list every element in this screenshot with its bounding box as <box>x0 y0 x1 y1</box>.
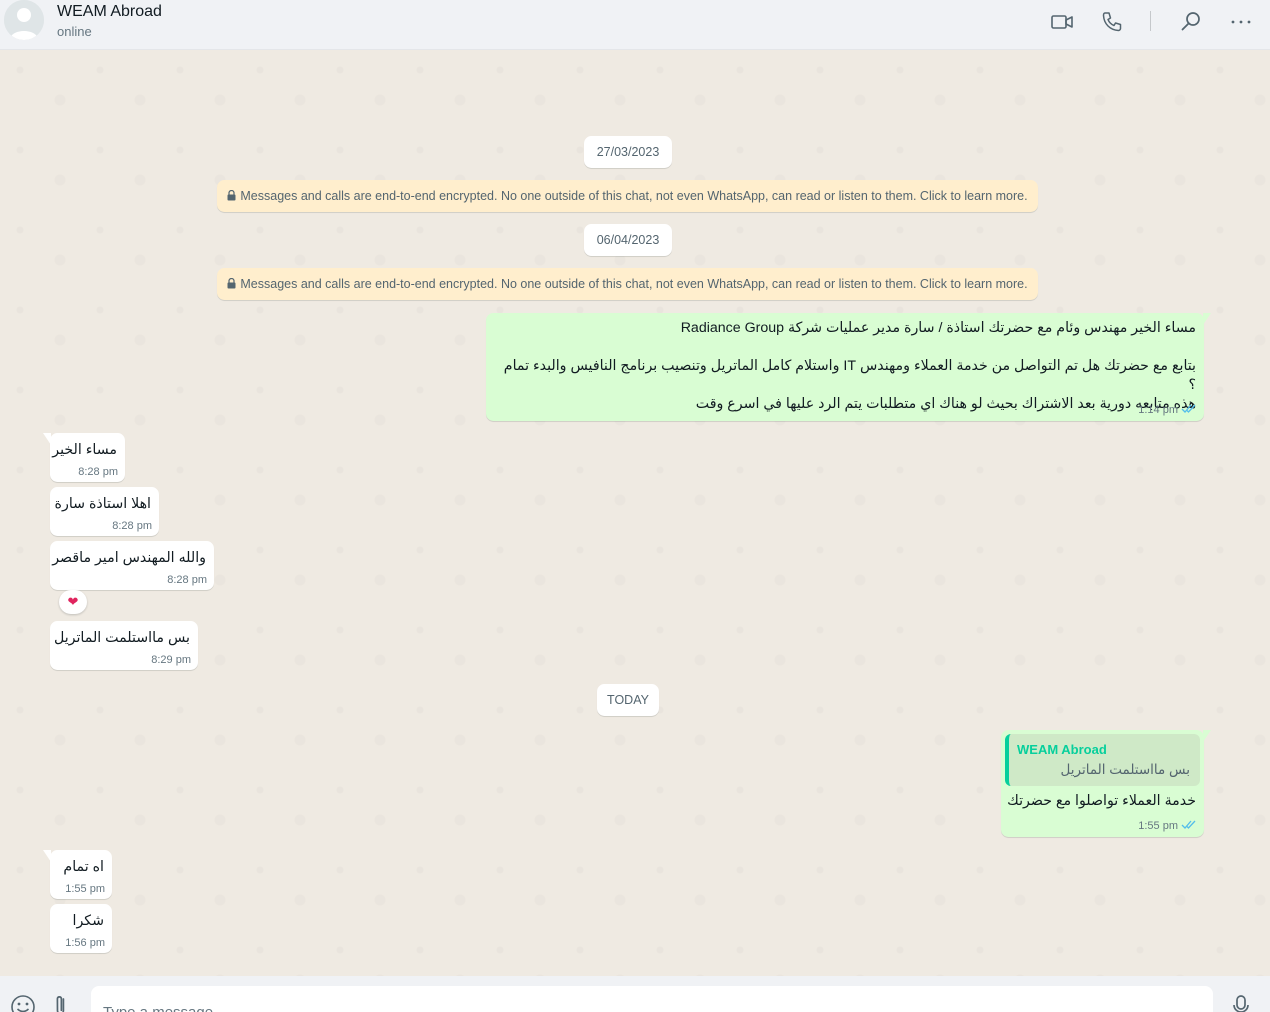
lock-icon <box>227 269 236 301</box>
message-text: مساء الخير <box>52 442 117 458</box>
encryption-notice[interactable]: Messages and calls are end-to-end encryp… <box>217 180 1038 212</box>
search-icon[interactable] <box>1179 10 1203 34</box>
message-bubble-incoming[interactable]: اه تمام 1:55 pm <box>43 850 112 899</box>
attach-icon[interactable] <box>50 994 74 1012</box>
date-separator: 06/04/2023 <box>584 224 672 256</box>
date-separator: 27/03/2023 <box>584 136 672 168</box>
message-time: 8:28 pm <box>112 520 152 532</box>
message-time: 8:28 pm <box>78 466 118 478</box>
message-meta: 1:14 pm <box>1138 403 1197 417</box>
double-check-icon <box>1181 403 1197 417</box>
contact-avatar[interactable] <box>4 0 44 40</box>
heart-reaction-icon[interactable]: ❤ <box>59 590 87 614</box>
default-avatar-icon <box>4 0 44 40</box>
header-divider <box>1150 11 1151 31</box>
microphone-icon[interactable] <box>1231 994 1255 1012</box>
message-time: 1:14 pm <box>1138 404 1178 416</box>
lock-icon <box>227 181 236 213</box>
message-meta: 1:55 pm <box>1138 819 1197 833</box>
menu-icon[interactable] <box>1229 10 1253 34</box>
message-bubble-incoming[interactable]: مساء الخير 8:28 pm <box>43 433 125 482</box>
contact-name[interactable]: WEAM Abroad <box>57 3 162 20</box>
message-bubble-incoming[interactable]: والله المهندس امير ماقصر 8:28 pm <box>50 541 214 590</box>
message-input[interactable] <box>91 986 1213 1012</box>
message-time: 1:55 pm <box>1138 820 1178 832</box>
message-bubble-outgoing-reply[interactable]: WEAM Abroad بس مااستلمت الماتريل خدمة ال… <box>1001 730 1211 837</box>
message-bubble-incoming[interactable]: شكرا 1:56 pm <box>50 904 112 953</box>
quoted-sender: WEAM Abroad <box>1017 742 1107 757</box>
message-text: والله المهندس امير ماقصر <box>52 550 206 566</box>
emoji-icon[interactable] <box>10 994 35 1012</box>
message-time: 1:56 pm <box>65 937 105 949</box>
message-time: 8:28 pm <box>167 574 207 586</box>
message-text: مساء الخير مهندس وئام مع حضرتك استاذة / … <box>503 320 1196 412</box>
message-text: شكرا <box>72 913 105 929</box>
date-separator: TODAY <box>597 684 659 716</box>
message-bubble-outgoing[interactable]: مساء الخير مهندس وئام مع حضرتك استاذة / … <box>486 313 1211 421</box>
encryption-notice-text: Messages and calls are end-to-end encryp… <box>240 277 1028 291</box>
message-bubble-incoming[interactable]: اهلا استاذة سارة 8:28 pm <box>50 487 159 536</box>
message-bubble-incoming[interactable]: بس مااستلمت الماتريل 8:29 pm <box>50 621 198 670</box>
quoted-text: بس مااستلمت الماتريل <box>1060 762 1190 777</box>
message-time: 8:29 pm <box>151 654 191 666</box>
message-composer <box>0 976 1270 1012</box>
message-text: اه تمام <box>63 859 104 875</box>
contact-status: online <box>57 24 92 39</box>
phone-icon[interactable] <box>1100 10 1124 34</box>
message-text: اهلا استاذة سارة <box>54 496 151 512</box>
encryption-notice-text: Messages and calls are end-to-end encryp… <box>240 189 1028 203</box>
video-camera-icon[interactable] <box>1050 10 1074 34</box>
message-text: خدمة العملاء تواصلوا مع حضرتك <box>1007 793 1196 809</box>
quoted-message[interactable]: WEAM Abroad بس مااستلمت الماتريل <box>1005 734 1200 786</box>
chat-header: WEAM Abroad online <box>0 0 1270 50</box>
message-text: بس مااستلمت الماتريل <box>53 630 190 646</box>
double-check-icon <box>1181 819 1197 833</box>
message-time: 1:55 pm <box>65 883 105 895</box>
encryption-notice[interactable]: Messages and calls are end-to-end encryp… <box>217 268 1038 300</box>
chat-messages-area[interactable]: 27/03/2023 Messages and calls are end-to… <box>0 50 1270 976</box>
